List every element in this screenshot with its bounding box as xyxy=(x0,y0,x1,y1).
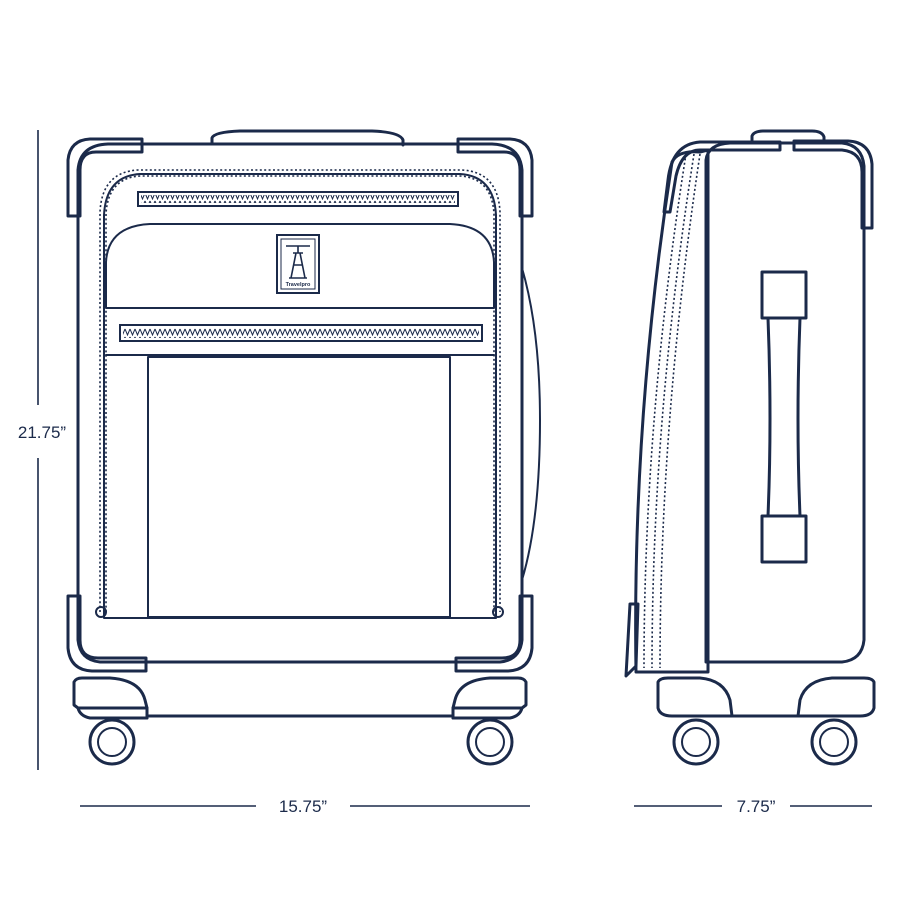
front-body-outline xyxy=(76,142,524,664)
wheel-front-left xyxy=(88,718,136,766)
front-view: Travelpro xyxy=(66,129,541,766)
wheel-side-right xyxy=(810,718,858,766)
front-inner-frame xyxy=(103,173,497,619)
wheel-housing-right xyxy=(451,676,528,710)
side-corner-guard-top-right xyxy=(792,139,874,230)
corner-guard-bottom-left xyxy=(66,594,148,673)
side-handle-edge xyxy=(521,267,541,581)
front-zipper-track xyxy=(99,169,501,612)
wheel-front-right xyxy=(466,718,514,766)
width-label: 15.75” xyxy=(279,797,328,816)
side-corner-guard-bottom-left xyxy=(624,602,640,678)
side-wheel-housing-right xyxy=(796,676,876,718)
depth-dimension: 7.75” xyxy=(634,797,872,816)
depth-label: 7.75” xyxy=(737,797,776,816)
brand-logo: Travelpro xyxy=(276,234,320,294)
corner-guard-top-right xyxy=(456,137,534,218)
side-front-panel xyxy=(634,148,710,674)
front-pocket-flap xyxy=(105,223,495,309)
side-body-outline xyxy=(704,141,866,664)
side-top-handle xyxy=(750,129,826,144)
zipper-pull-right xyxy=(492,606,504,618)
side-wheel-housing-left xyxy=(656,676,734,718)
zipper-pull-left xyxy=(95,606,107,618)
side-corner-guard-top-left xyxy=(662,140,782,214)
height-dimension: 21.75” xyxy=(18,130,67,770)
top-handle xyxy=(210,129,405,147)
width-dimension: 15.75” xyxy=(80,797,530,816)
height-label: 21.75” xyxy=(18,423,67,442)
wheel-side-left xyxy=(672,718,720,766)
side-zipper-track xyxy=(643,153,687,669)
corner-guard-bottom-right xyxy=(454,594,534,673)
lower-front-pocket xyxy=(147,356,451,618)
wheel-housing-left xyxy=(72,676,149,710)
brand-logo-text: Travelpro xyxy=(286,282,311,288)
corner-guard-top-left xyxy=(66,137,144,218)
side-view xyxy=(624,129,876,766)
side-carry-handle xyxy=(760,270,808,564)
